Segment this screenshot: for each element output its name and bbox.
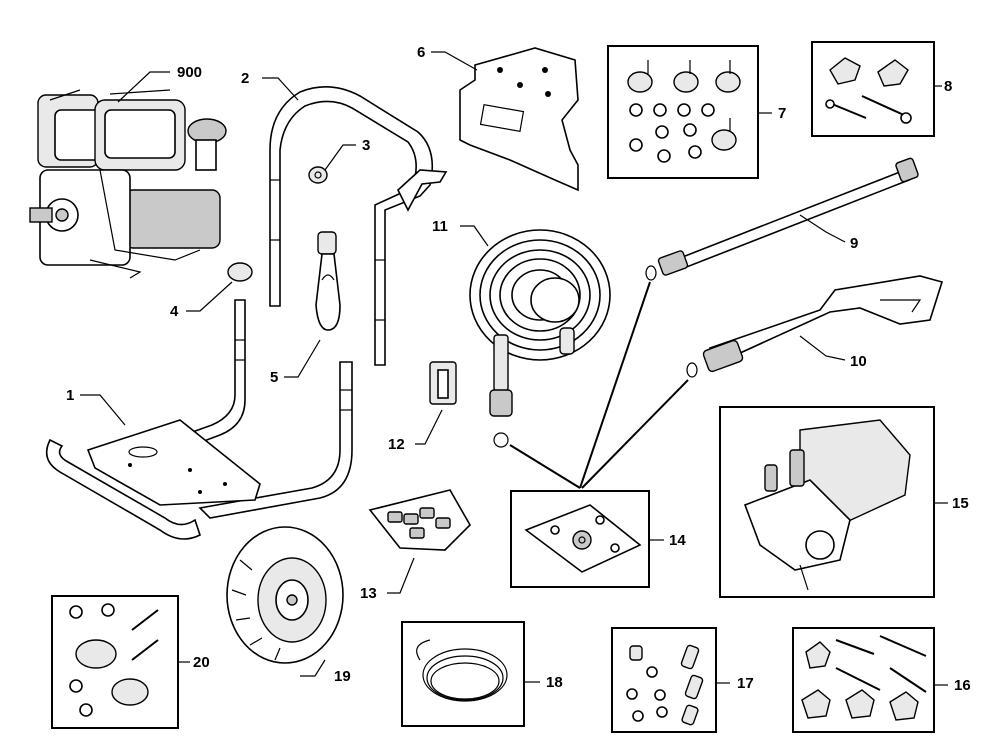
box-18 xyxy=(401,621,525,727)
callout-12: 12 xyxy=(388,436,405,453)
wand-illustration xyxy=(645,157,919,281)
box-17 xyxy=(611,627,717,733)
callout-6: 6 xyxy=(417,44,426,61)
callout-18: 18 xyxy=(546,674,563,691)
strap-illustration xyxy=(315,231,341,331)
engine-illustration xyxy=(29,89,227,279)
wheel-illustration xyxy=(226,526,344,664)
frame-illustration xyxy=(45,299,353,540)
hardware-20-illustration xyxy=(69,603,159,717)
clip-illustration xyxy=(429,361,457,405)
callout-8: 8 xyxy=(944,78,953,95)
handle-illustration xyxy=(269,86,448,366)
knobs-illustration xyxy=(825,57,912,124)
callout-3: 3 xyxy=(362,137,371,154)
cap-illustration xyxy=(227,262,253,282)
box-15 xyxy=(719,406,935,598)
box-8 xyxy=(811,41,935,137)
box-7 xyxy=(607,45,759,179)
callout-10: 10 xyxy=(850,353,867,370)
callout-16: 16 xyxy=(954,677,971,694)
screws-17-illustration xyxy=(626,644,704,726)
callout-4: 4 xyxy=(170,303,179,320)
knobs-16-illustration xyxy=(801,635,927,721)
hose-coil-illustration xyxy=(469,229,611,448)
pump-illustration xyxy=(743,419,911,591)
mounts-illustration xyxy=(627,60,741,163)
grommet-illustration xyxy=(308,166,328,184)
nozzle-kit-illustration xyxy=(368,489,471,551)
callout-13: 13 xyxy=(360,585,377,602)
tubing-illustration xyxy=(416,639,508,702)
cover-illustration xyxy=(459,47,579,192)
callout-1: 1 xyxy=(66,387,75,404)
callout-900: 900 xyxy=(177,64,203,81)
box-16 xyxy=(792,627,935,733)
callout-14: 14 xyxy=(669,532,686,549)
callout-2: 2 xyxy=(241,70,250,87)
coupler-illustration xyxy=(524,504,642,573)
callout-15: 15 xyxy=(952,495,969,512)
callout-19: 19 xyxy=(334,668,351,685)
callout-11: 11 xyxy=(432,218,448,235)
callout-17: 17 xyxy=(737,675,754,692)
callout-9: 9 xyxy=(850,235,859,252)
spray-gun-illustration xyxy=(686,275,944,378)
callout-20: 20 xyxy=(193,654,210,671)
callout-5: 5 xyxy=(270,369,279,386)
callout-7: 7 xyxy=(778,105,787,122)
box-14 xyxy=(510,490,650,588)
